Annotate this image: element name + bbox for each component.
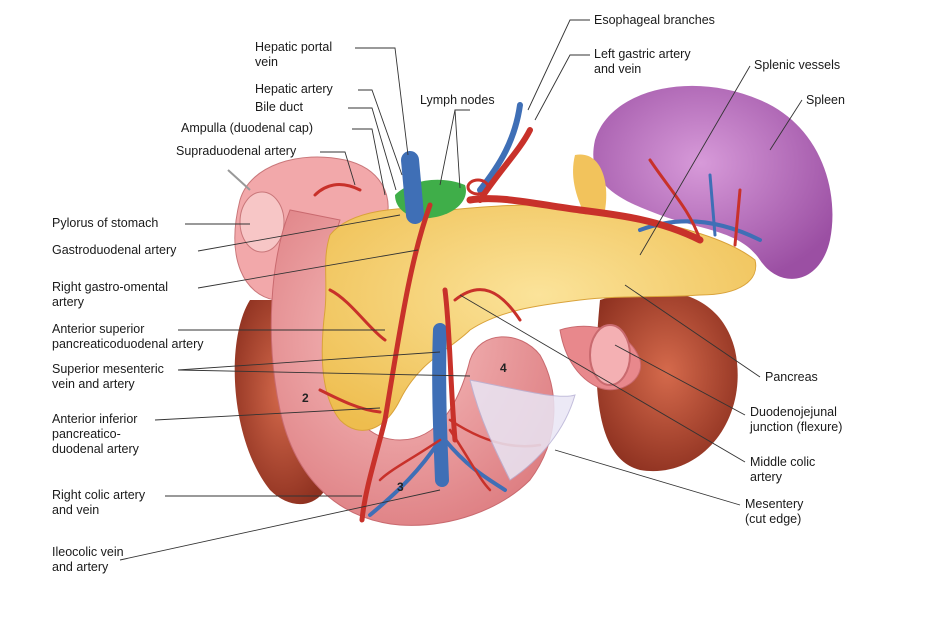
label-line: artery (52, 295, 84, 309)
label-line: Hepatic portal (255, 40, 333, 54)
pancreas-tail (573, 154, 607, 215)
label-superior-mesenteric: Superior mesenteric vein and artery (52, 362, 164, 392)
label-supraduodenal-artery: Supraduodenal artery (176, 144, 297, 158)
duodenum-part-2: 2 (302, 391, 309, 405)
arteries (313, 127, 742, 523)
label-line: Left gastric artery (594, 47, 691, 61)
label-left-gastric: Left gastric artery and vein (594, 47, 691, 77)
leader-lines (119, 19, 803, 561)
label-line: Superior mesenteric (52, 362, 164, 376)
label-line: Right colic artery (52, 488, 146, 502)
label-middle-colic: Middle colic artery (750, 455, 815, 485)
label-duodenojejunal: Duodenojejunal junction (flexure) (750, 405, 842, 435)
label-ileocolic: Ileocolic vein and artery (52, 545, 124, 575)
label-spleen: Spleen (806, 93, 845, 107)
duodenojejunal-opening (589, 324, 631, 386)
label-gastroduodenal-artery: Gastroduodenal artery (52, 243, 177, 257)
label-right-gastro-omental: Right gastro-omental artery (52, 280, 168, 310)
label-line: pancreaticoduodenal artery (52, 337, 204, 351)
label-ampulla: Ampulla (duodenal cap) (181, 121, 314, 135)
label-line: Middle colic (750, 455, 816, 469)
label-splenic-vessels: Splenic vessels (754, 58, 841, 72)
label-line: and vein (594, 62, 642, 76)
label-line: Right gastro-omental (52, 280, 169, 294)
label-line: vein (255, 55, 278, 69)
label-anterior-inferior-pd: Anterior inferior pancreatico- duodenal … (52, 412, 139, 457)
duodenum-part-4: 4 (500, 361, 507, 375)
label-line: vein and artery (52, 377, 135, 391)
stomach-stump (227, 169, 251, 191)
label-line: Ileocolic vein (52, 545, 124, 559)
spleen (593, 85, 833, 279)
label-line: Mesentery (745, 497, 804, 511)
label-mesentery: Mesentery (cut edge) (745, 497, 803, 527)
label-line: Anterior inferior (52, 412, 138, 426)
label-line: and artery (52, 560, 109, 574)
label-line: pancreatico- (52, 427, 121, 441)
duodenum-part-3: 3 (397, 480, 404, 494)
label-line: Anterior superior (52, 322, 145, 336)
label-lymph-nodes: Lymph nodes (420, 93, 495, 107)
pylorus-opening (239, 191, 285, 253)
label-pancreas: Pancreas (765, 370, 818, 384)
label-right-colic: Right colic artery and vein (52, 488, 145, 518)
label-line: Duodenojejunal (750, 405, 837, 419)
left-kidney (596, 290, 738, 472)
mesentery (469, 379, 576, 481)
label-pylorus: Pylorus of stomach (52, 216, 159, 230)
label-line: junction (flexure) (750, 420, 843, 434)
label-line: and vein (52, 503, 100, 517)
label-bile-duct: Bile duct (255, 100, 303, 114)
label-anterior-superior-pd: Anterior superior pancreaticoduodenal ar… (52, 322, 204, 352)
label-hepatic-portal-vein: Hepatic portal vein (255, 40, 332, 70)
label-line: duodenal artery (52, 442, 139, 456)
label-esophageal-branches: Esophageal branches (594, 13, 715, 27)
label-hepatic-artery: Hepatic artery (255, 82, 333, 96)
label-line: (cut edge) (745, 512, 802, 526)
label-line: artery (750, 470, 782, 484)
